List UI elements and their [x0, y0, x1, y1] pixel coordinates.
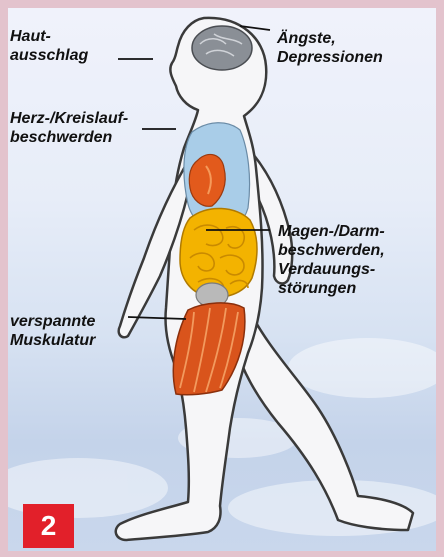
figure-frame: Haut- ausschlag Ängste, Depressionen Her… [8, 8, 436, 551]
brain [192, 26, 252, 70]
label-anxiety-depression: Ängste, Depressionen [277, 29, 383, 67]
label-cardiovascular: Herz-/Kreislauf- beschwerden [10, 109, 128, 147]
figure-number-badge: 2 [23, 504, 74, 548]
label-skin-rash: Haut- ausschlag [10, 27, 88, 65]
label-tense-muscles: verspannte Muskulatur [10, 312, 95, 350]
label-gastrointestinal: Magen-/Darm- beschwerden, Verdauungs- st… [278, 222, 385, 298]
